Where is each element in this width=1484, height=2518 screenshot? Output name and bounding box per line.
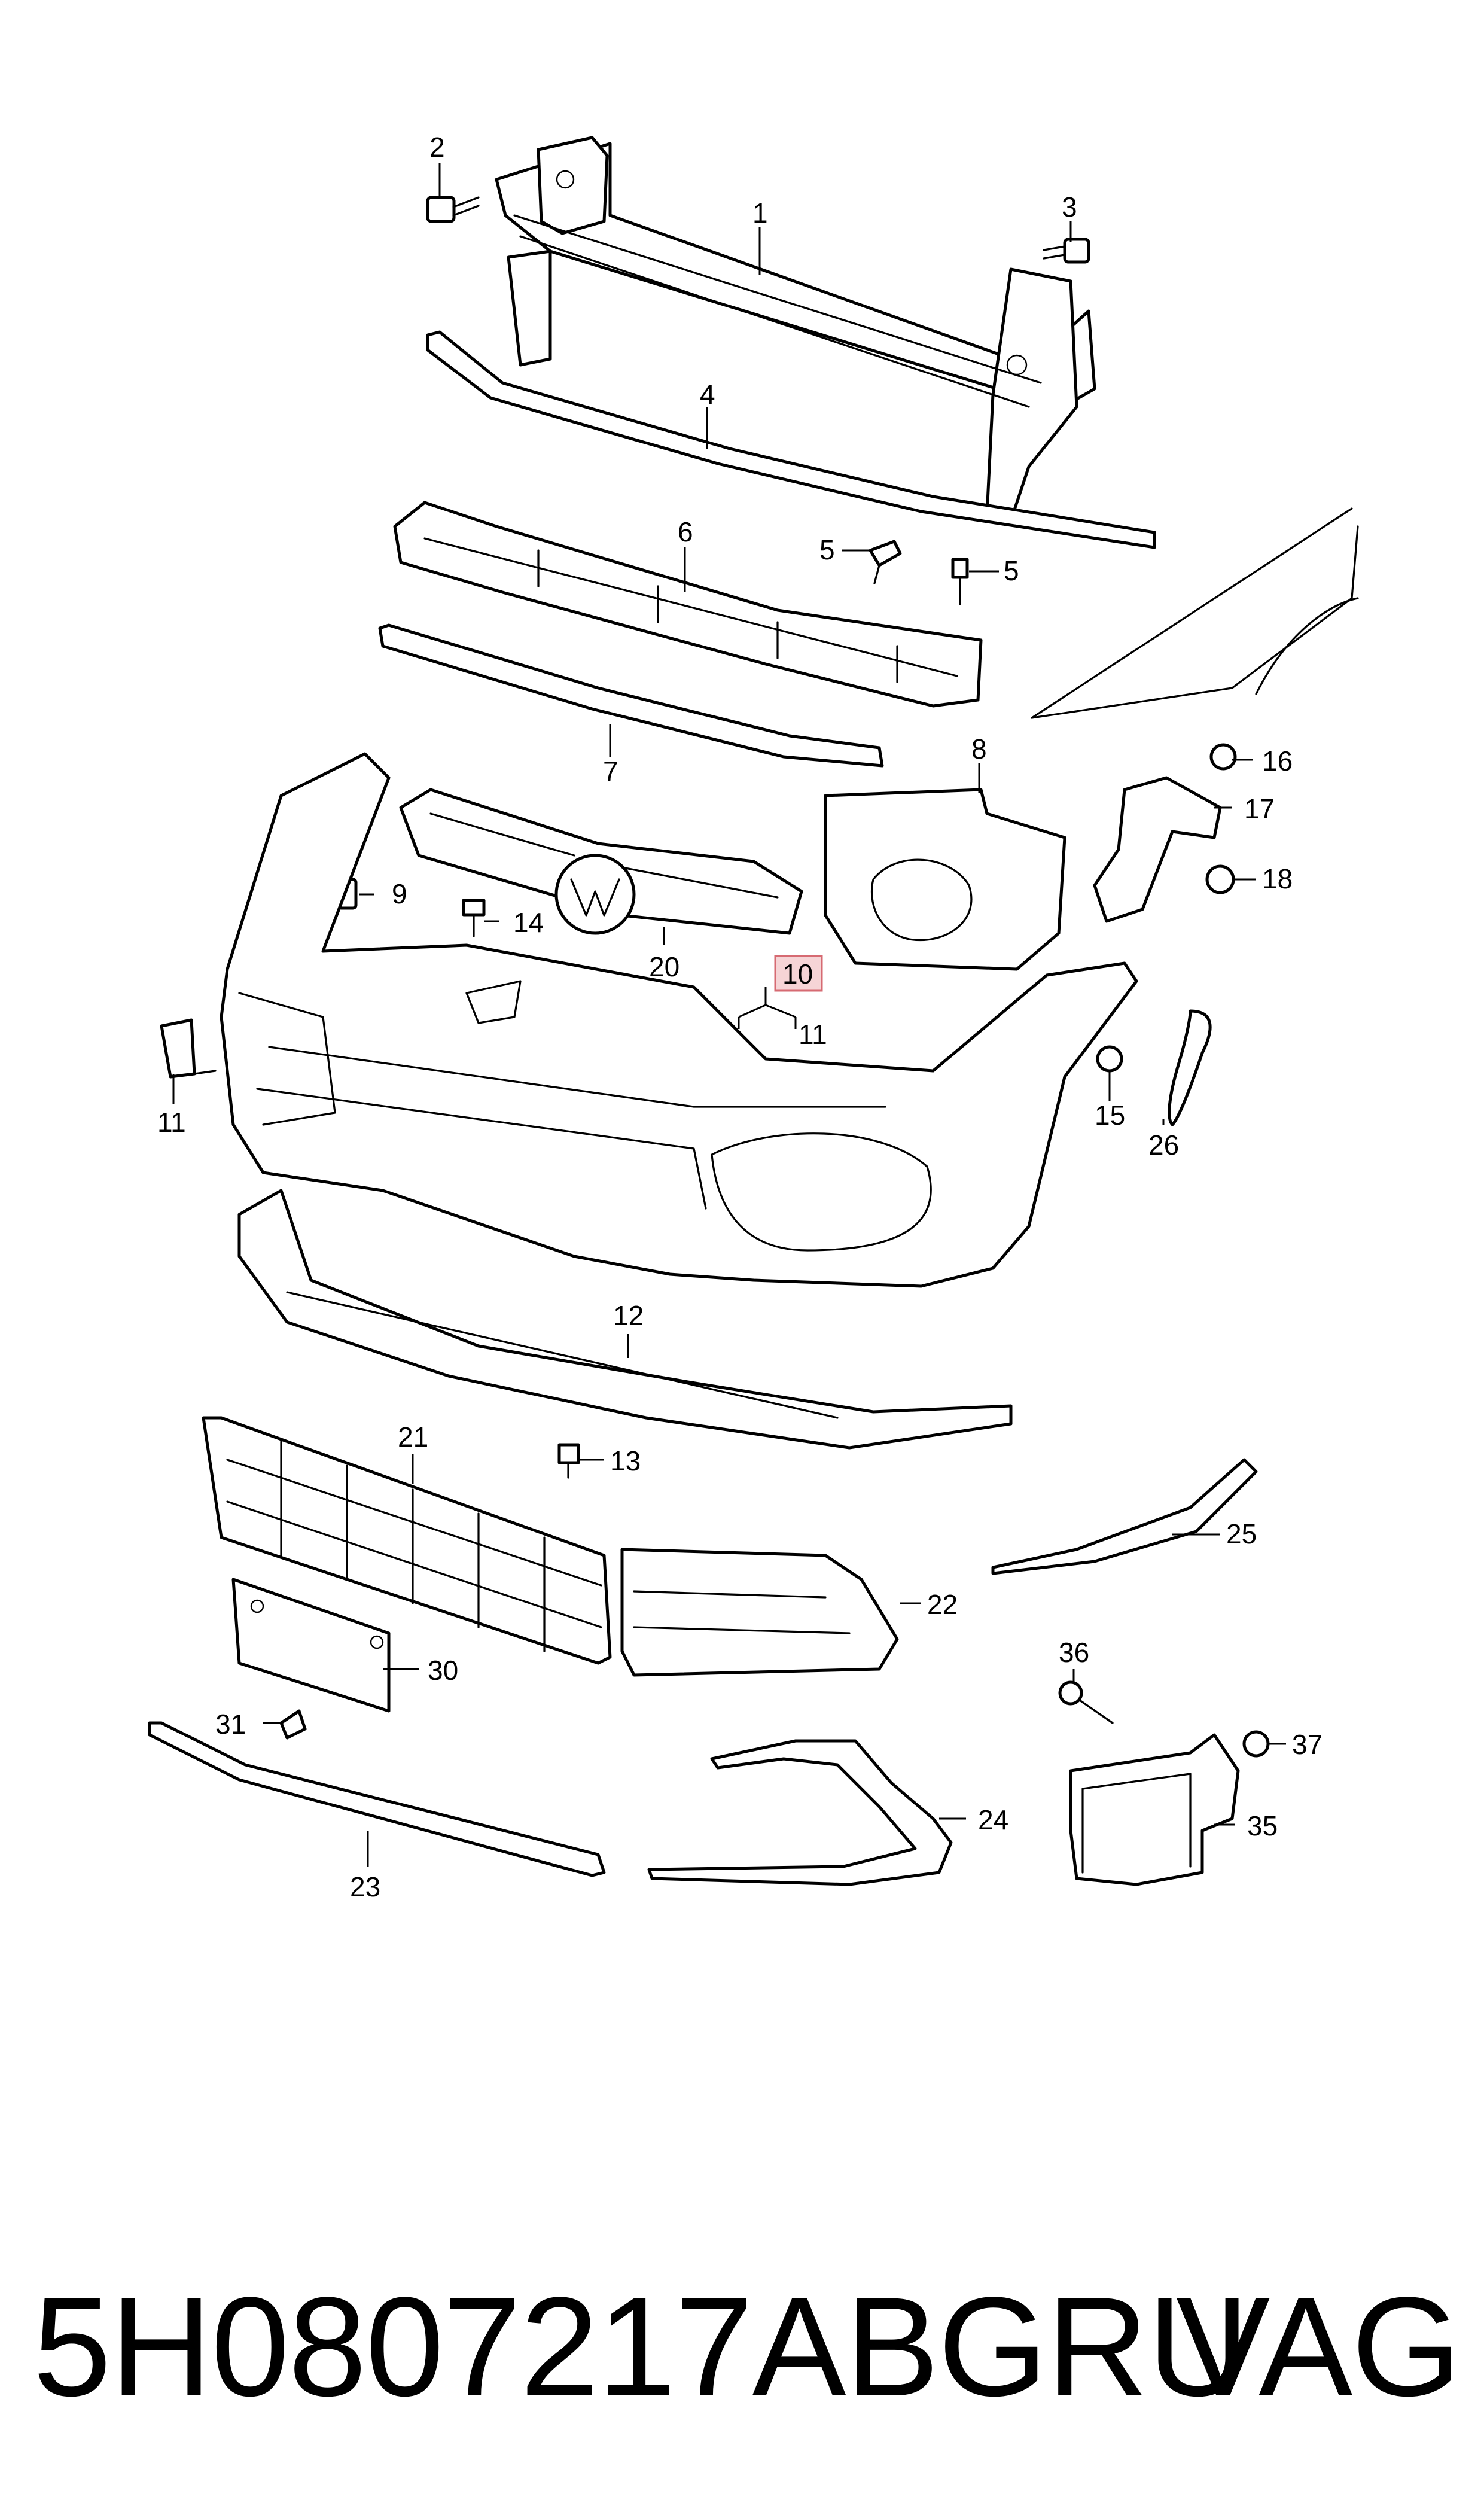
callout-15: 15 (1095, 1100, 1125, 1131)
part-12-lower-spoiler (237, 1189, 1013, 1450)
callout-37: 37 (1292, 1729, 1323, 1760)
part-11-bracket-left (160, 1018, 217, 1079)
callout-35: 35 (1247, 1810, 1278, 1841)
callout-23: 23 (350, 1871, 380, 1902)
callout-6: 6 (678, 516, 693, 547)
part-7-lower-strip (378, 623, 884, 768)
part-24-trim-ring (647, 1739, 953, 1886)
callout-4: 4 (700, 379, 715, 410)
part-37-nut (1242, 1730, 1270, 1758)
part-15-screw (1096, 1045, 1123, 1073)
callout-11-right: 11 (799, 1019, 827, 1050)
callout-12: 12 (613, 1300, 644, 1331)
callout-14: 14 (513, 907, 544, 938)
part-35-fog-housing (1069, 1733, 1240, 1886)
part-17-side-bracket (1093, 776, 1222, 923)
part-13-screw (557, 1443, 580, 1479)
part-number-caption: 5H0807217ABGRU (33, 2268, 1250, 2426)
part-6-energy-absorber (393, 501, 983, 708)
part-10-bumper-cover (220, 752, 1138, 1288)
fender-outline (1031, 507, 1359, 719)
highlight-box-10 (774, 955, 823, 992)
callout-5a: 5 (819, 534, 835, 565)
callout-17: 17 (1244, 793, 1275, 824)
callout-18: 18 (1262, 863, 1293, 894)
part-3-bolt (1043, 238, 1090, 264)
part-31-clip (279, 1709, 307, 1740)
callout-30: 30 (428, 1655, 458, 1686)
callout-22: 22 (927, 1589, 958, 1620)
part-1-bumper-carrier (495, 136, 1096, 522)
part-22-fog-grille (620, 1548, 899, 1677)
part-36-screw (1058, 1680, 1114, 1724)
part-2-bolt (426, 196, 480, 223)
part-16-nut (1209, 743, 1237, 771)
callout-5b: 5 (1004, 555, 1019, 586)
part-5-clip-right (951, 558, 969, 605)
callout-24: 24 (978, 1804, 1008, 1835)
part-30-license-plate-bracket (231, 1578, 391, 1713)
part-8-fog-bracket (824, 788, 1066, 971)
callout-36: 36 (1059, 1637, 1089, 1668)
callout-8: 8 (971, 733, 987, 765)
callout-3: 3 (1062, 191, 1077, 223)
part-20-upper-grille (399, 788, 803, 935)
callout-21: 21 (398, 1421, 428, 1453)
part-25-trim (991, 1458, 1258, 1575)
callout-2: 2 (429, 132, 445, 163)
callout-31: 31 (215, 1709, 246, 1740)
callout-20: 20 (649, 951, 679, 982)
part-4-reinforcement-strip (426, 330, 1156, 549)
part-21-lower-grille (202, 1416, 612, 1665)
brand-caption: VAG (1176, 2268, 1461, 2426)
callout-7: 7 (603, 756, 618, 787)
callout-9: 9 (392, 878, 407, 909)
callout-labels: 1 2 3 4 5 5 6 7 8 9 10 11 11 12 13 14 15… (157, 132, 1323, 1902)
callout-10-highlighted: 10 (782, 958, 813, 989)
part-23-trim-strip (148, 1721, 606, 1877)
part-5-clip-left (869, 540, 902, 584)
callout-16: 16 (1262, 745, 1293, 777)
callout-25: 25 (1226, 1518, 1257, 1549)
callout-1: 1 (752, 197, 768, 229)
part-18-nut (1205, 864, 1235, 894)
part-26-trim-strip (1168, 1009, 1212, 1126)
callout-26: 26 (1148, 1129, 1179, 1161)
part-14-screw (462, 899, 486, 937)
leader-lines (172, 163, 1286, 1867)
callout-13: 13 (610, 1445, 641, 1476)
callout-11-left: 11 (157, 1107, 186, 1138)
